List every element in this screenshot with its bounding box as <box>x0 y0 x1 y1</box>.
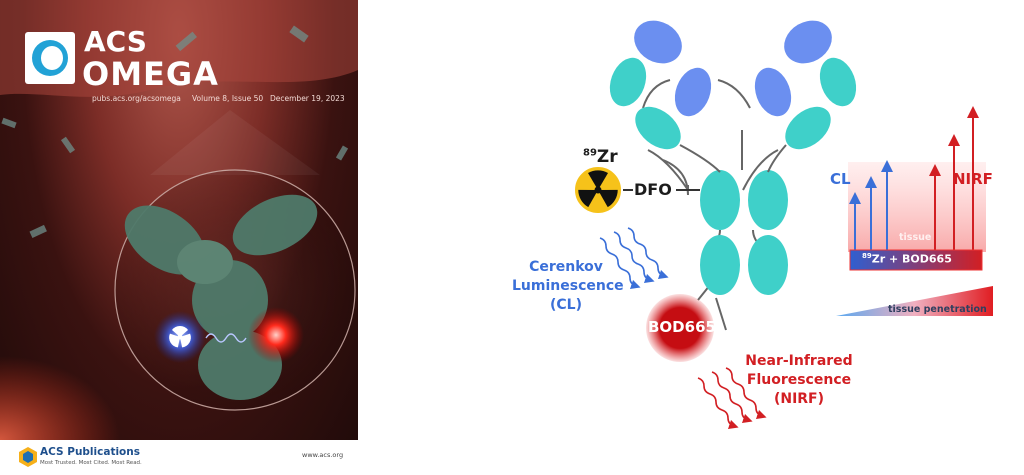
cover-logo-omega: OMEGA <box>82 55 219 93</box>
tissue-inset <box>848 106 986 271</box>
cover-date: December 19, 2023 <box>270 94 345 103</box>
cover-logo-acs: ACS <box>84 25 147 58</box>
cerenkov-line1: Cerenkov <box>529 259 603 275</box>
cerenkov-label: Cerenkov Luminescence (CL) <box>512 258 624 315</box>
nirf-line3: (NIRF) <box>773 391 825 407</box>
radiation-icon <box>169 325 191 348</box>
inset-probe-text: Zr + BOD665 <box>871 252 952 266</box>
radiation-hazard-icon <box>573 165 623 215</box>
inset-probe-mass: 89 <box>862 252 872 260</box>
cover-issue: Volume 8, Issue 50 <box>192 94 264 103</box>
acs-omega-logo-icon <box>25 32 75 84</box>
publisher-tagline: Most Trusted. Most Cited. Most Read. <box>40 460 142 466</box>
nirf-emission-arrows <box>697 367 767 430</box>
cover-footer: ACS Publications Most Trusted. Most Cite… <box>0 440 358 475</box>
antibody-illustration <box>124 194 318 400</box>
inset-probe-label: 89Zr + BOD665 <box>862 252 952 266</box>
bod665-dye-circle <box>646 294 714 362</box>
chelator-label: DFO <box>634 180 672 199</box>
diagram-artwork <box>573 20 993 430</box>
cerenkov-line2: Luminescence <box>512 278 624 294</box>
inset-tissue-label: tissue <box>899 232 932 243</box>
journal-cover: ACS OMEGA pubs.acs.org/acsomega Volume 8… <box>0 0 358 440</box>
nirf-label: Near-Infrared Fluorescence (NIRF) <box>738 352 860 409</box>
molecule-icon <box>1 25 349 239</box>
isotope-label: 89Zr <box>583 147 618 167</box>
dye-label: BOD665 <box>648 318 716 336</box>
nirf-line2: Fluorescence <box>746 372 852 388</box>
cerenkov-emission-arrows <box>599 227 669 290</box>
acs-publications-logo-icon <box>19 447 37 467</box>
cover-url: pubs.acs.org/acsomega <box>92 94 181 103</box>
antibody-diagram <box>609 20 857 295</box>
cerenkov-line3: (CL) <box>550 297 582 313</box>
publisher-site: www.acs.org <box>302 451 344 459</box>
isotope-mass: 89 <box>583 147 597 159</box>
tissue-penetration-label: tissue penetration <box>888 304 987 315</box>
tissue-penetration-wedge <box>836 286 993 316</box>
isotope-symbol: Zr <box>596 147 618 167</box>
inset-cl-label: CL <box>830 170 851 188</box>
cover-artwork <box>0 0 358 440</box>
publisher-name: ACS Publications <box>40 446 140 458</box>
nirf-line1: Near-Infrared <box>745 353 853 369</box>
inset-nirf-label: NIRF <box>953 170 993 188</box>
